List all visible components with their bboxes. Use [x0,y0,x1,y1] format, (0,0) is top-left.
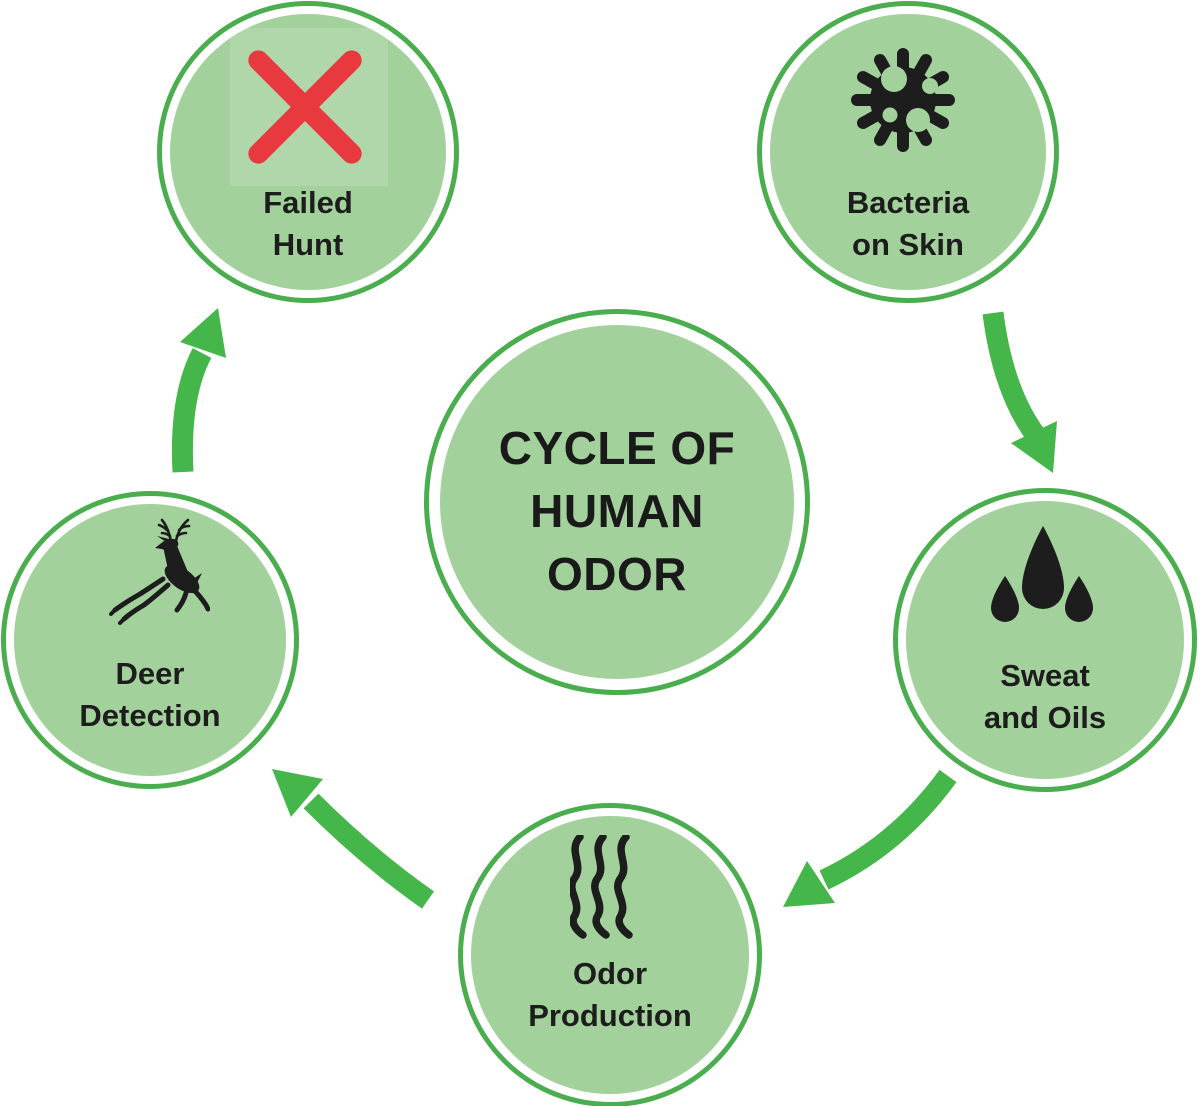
center-circle-ring [424,309,810,695]
node-odor-production: Odor Production [458,803,762,1106]
label-line: on Skin [852,227,964,262]
bacteria-icon [851,48,955,152]
label-line: Deer [115,656,185,691]
node-deer-detection: Deer Detection [1,491,299,789]
sweat-drops-icon [991,526,1093,622]
center-circle-fill [440,325,794,679]
arrow-odor-to-deer [272,769,435,909]
failed-hunt-ring [157,1,459,303]
deer-ring [1,491,299,789]
title-line: HUMAN [530,485,704,537]
odor-fill [471,816,749,1094]
label-line: Production [528,998,692,1033]
leaping-deer-icon [109,518,210,625]
bacteria-label: Bacteria on Skin [757,182,1059,266]
label-line: Hunt [272,227,344,262]
deer-label: Deer Detection [1,653,299,737]
node-cycle-title: CYCLE OF HUMAN ODOR [424,309,810,695]
diagram-title: CYCLE OF HUMAN ODOR [424,417,810,606]
label-line: Sweat [1000,658,1090,693]
odor-ring [458,803,762,1106]
label-line: Detection [79,698,221,733]
failed-hunt-fill [170,14,446,290]
node-bacteria-on-skin: Bacteria on Skin [757,1,1059,303]
sweat-label: Sweat and Oils [893,655,1197,739]
label-line: and Oils [983,700,1107,735]
bacteria-ring [757,1,1059,303]
node-sweat-and-oils: Sweat and Oils [893,488,1197,792]
sweat-ring [893,488,1197,792]
deer-fill [14,504,286,776]
label-line: Bacteria [846,185,970,220]
arrow-bacteria-to-sweat [982,311,1057,473]
red-x-icon [248,50,362,164]
arrow-sweat-to-odor [783,769,957,907]
title-line: ODOR [547,548,687,600]
arrow-deer-to-failed-hunt [171,308,226,473]
odor-label: Odor Production [458,953,762,1037]
node-failed-hunt: Failed Hunt [157,1,459,303]
failed-hunt-label: Failed Hunt [157,182,459,266]
odor-waves-icon [570,835,633,939]
label-line: Odor [572,956,648,991]
label-line: Failed [263,185,353,220]
title-line: CYCLE OF [498,422,736,474]
